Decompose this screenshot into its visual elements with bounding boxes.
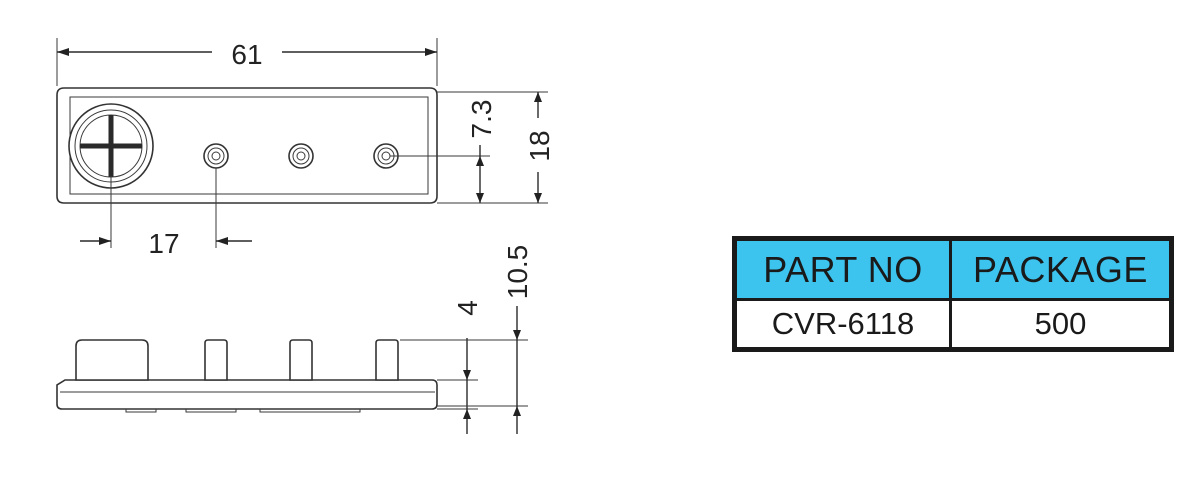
- pin-1: [203, 143, 229, 169]
- dimension-7-3: [390, 145, 490, 204]
- side-view-pin-3: [375, 339, 399, 381]
- round-button-cross: [80, 115, 142, 177]
- dimension-10-5-label: 10.5: [502, 245, 533, 300]
- dimension-7-3-label: 7.3: [466, 100, 497, 139]
- side-view-pin-2: [289, 339, 313, 381]
- dimension-61: [56, 38, 438, 86]
- top-view: 61 7.3 18 17: [56, 38, 555, 259]
- top-view-body: [56, 87, 438, 204]
- spec-table: PART NO PACKAGE CVR-6118 500: [732, 236, 1174, 352]
- dimension-10-5: [400, 306, 528, 434]
- side-view-base: [56, 379, 438, 410]
- pin-2: [288, 143, 314, 169]
- dimension-4: [437, 338, 478, 434]
- side-view-pin-1: [204, 339, 228, 381]
- top-view-inner-border: [69, 96, 429, 195]
- side-view-bottom-tabs: [125, 409, 361, 413]
- dimension-17: [80, 168, 252, 248]
- dimension-18-label: 18: [524, 130, 555, 161]
- side-view: 4 10.5: [56, 245, 533, 434]
- table-header-package: PACKAGE: [949, 241, 1169, 298]
- table-cell-part-no: CVR-6118: [737, 298, 949, 347]
- dimension-18: [437, 91, 548, 204]
- dimension-61-label: 61: [231, 39, 262, 70]
- table-header-part-no: PART NO: [737, 241, 949, 298]
- dimension-17-label: 17: [148, 228, 179, 259]
- dimension-4-label: 4: [452, 300, 483, 316]
- table-cell-package: 500: [949, 298, 1169, 347]
- side-view-button: [75, 339, 149, 381]
